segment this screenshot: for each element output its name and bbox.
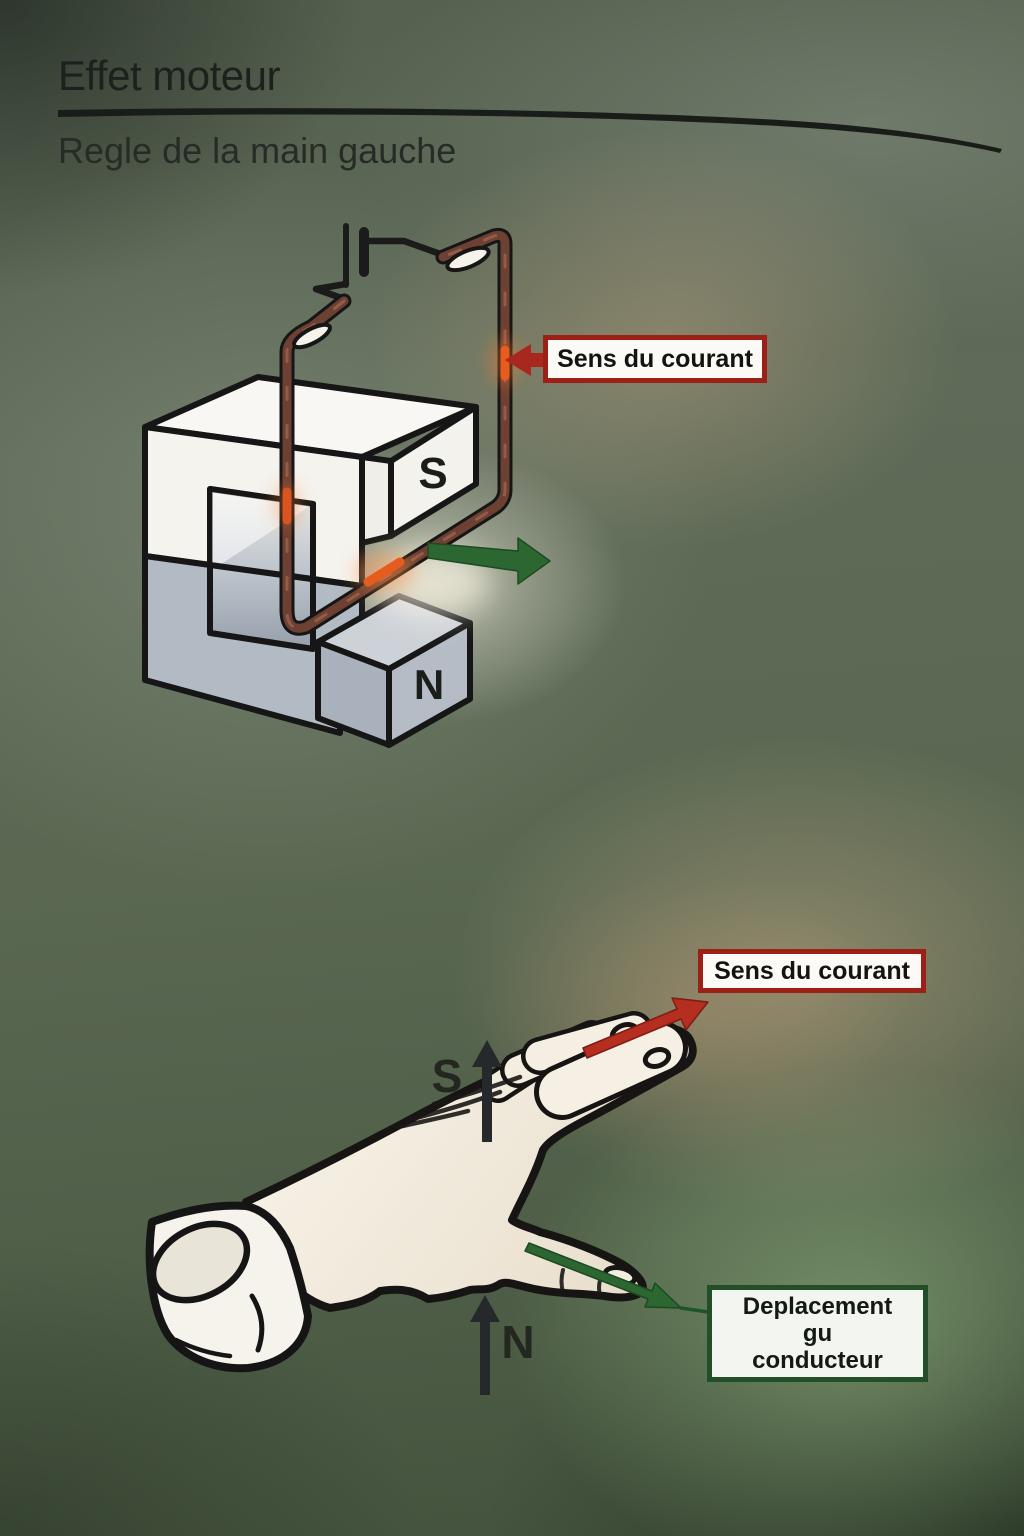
current-arrow-bottom bbox=[582, 997, 709, 1059]
cuff-opening bbox=[149, 1220, 251, 1304]
field-arrow-south bbox=[472, 1040, 502, 1142]
current-direction-label-top: Sens du courant bbox=[543, 335, 767, 383]
field-label-south: S bbox=[432, 1050, 463, 1102]
displacement-label-line3: conducteur bbox=[752, 1347, 883, 1374]
cuff-fold-line-2 bbox=[173, 1337, 233, 1359]
current-arrow bbox=[505, 344, 545, 376]
page-subtitle: Regle de la main gauche bbox=[58, 130, 457, 171]
current-direction-label-bottom: Sens du courant bbox=[698, 949, 926, 993]
left-hand-rule-diagram: S N bbox=[145, 997, 710, 1395]
south-pole-label: S bbox=[418, 449, 447, 498]
field-label-north: N bbox=[501, 1316, 534, 1368]
cuff-fold-line bbox=[249, 1293, 265, 1353]
battery-lead-right bbox=[362, 237, 450, 260]
finger-nail-index bbox=[642, 1047, 672, 1069]
displacement-arrow bbox=[524, 1242, 710, 1314]
current-label-text-bottom: Sens du courant bbox=[714, 956, 910, 985]
displacement-label-line1: Deplacement bbox=[742, 1293, 893, 1320]
page-title: Effet moteur bbox=[58, 52, 281, 99]
wire-loop bbox=[273, 227, 521, 636]
battery bbox=[312, 223, 450, 304]
conductor-displacement-label: Deplacement gu conducteur bbox=[707, 1285, 928, 1382]
magnet-north-face bbox=[386, 620, 473, 748]
battery-lead-left bbox=[312, 280, 351, 304]
field-arrow-north bbox=[470, 1295, 500, 1395]
south-face-accent-line bbox=[397, 410, 470, 457]
sleeve-cuff bbox=[145, 1201, 312, 1373]
wire-hotspot-gap bbox=[363, 557, 405, 587]
displacement-arrow-connector bbox=[679, 1306, 710, 1314]
north-pole-label: N bbox=[414, 661, 444, 708]
finger-index bbox=[534, 1020, 688, 1120]
wire-highlight-left bbox=[292, 322, 332, 350]
force-arrow bbox=[427, 537, 551, 585]
magnet-side-connector bbox=[359, 454, 394, 546]
displacement-label-line2: gu bbox=[802, 1320, 833, 1347]
current-label-text-top: Sens du courant bbox=[557, 344, 753, 373]
motor-effect-diagram: S N bbox=[142, 223, 551, 748]
wire-highlight-right bbox=[445, 245, 491, 273]
title-underline bbox=[58, 108, 1002, 153]
